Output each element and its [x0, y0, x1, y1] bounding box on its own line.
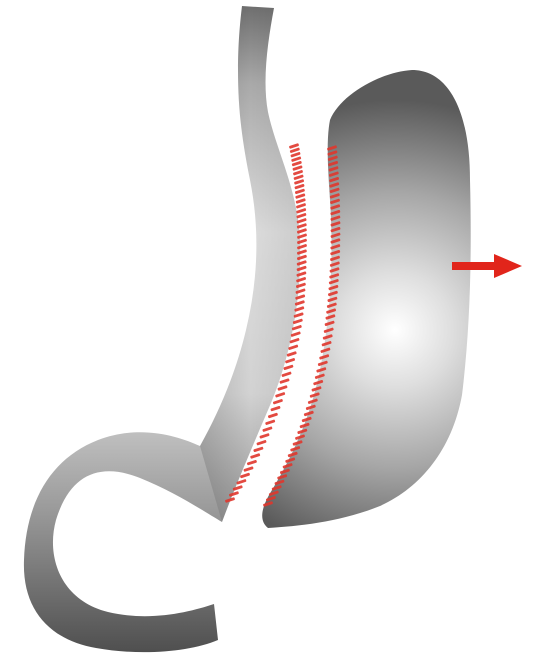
staple	[295, 193, 305, 199]
staple	[287, 351, 297, 357]
staple	[292, 165, 302, 171]
staple	[296, 213, 306, 219]
staple	[270, 406, 280, 412]
staple	[296, 218, 306, 224]
staple	[253, 447, 263, 453]
staple	[250, 453, 260, 459]
staple	[273, 399, 283, 405]
staple	[296, 203, 306, 209]
staple	[243, 466, 253, 472]
staple	[281, 371, 291, 377]
staple	[240, 473, 250, 479]
staple	[293, 170, 303, 176]
staple	[295, 189, 305, 195]
staple	[247, 460, 257, 466]
staple	[262, 426, 272, 432]
gastric-sleeve	[24, 6, 300, 652]
staple	[285, 358, 295, 364]
staple	[259, 433, 269, 439]
staple	[256, 440, 266, 446]
staple	[277, 385, 287, 391]
staple	[283, 365, 293, 371]
staple	[275, 392, 285, 398]
staple	[293, 174, 303, 180]
staple	[288, 344, 298, 350]
staple	[296, 208, 306, 214]
staple	[268, 413, 278, 419]
staple	[294, 179, 304, 185]
staple	[294, 184, 304, 190]
staple	[279, 378, 289, 384]
staple	[296, 198, 306, 204]
staple	[265, 419, 275, 425]
